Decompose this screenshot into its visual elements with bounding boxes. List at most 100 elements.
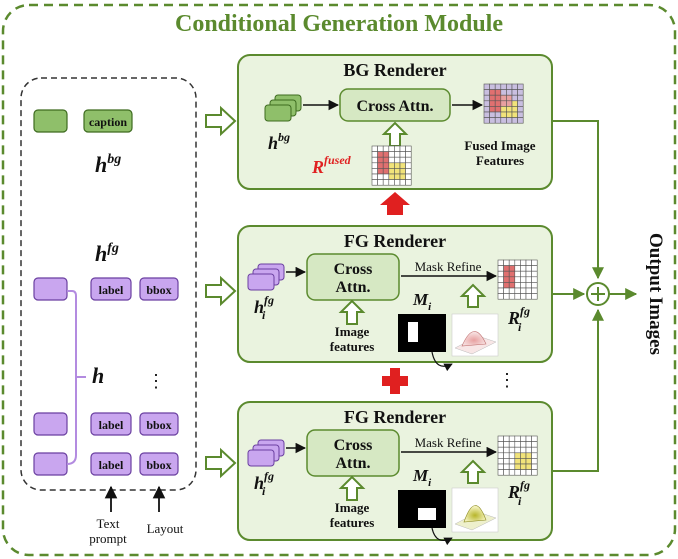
grid-cell	[503, 435, 510, 442]
grid-cell	[371, 151, 378, 158]
grid-cell	[520, 441, 527, 448]
grid-cell	[394, 179, 401, 186]
mask-image	[398, 314, 446, 352]
grid-cell	[503, 270, 510, 278]
grid-cell	[531, 276, 538, 283]
grid-cell	[388, 151, 395, 158]
grid-cell	[489, 117, 496, 124]
mask-3d-plot	[451, 313, 499, 357]
grid-cell	[497, 287, 504, 294]
grid-cell	[514, 265, 521, 272]
bbox-tag-text: bbox	[146, 418, 171, 432]
grid-cell	[503, 452, 510, 459]
r-fused-grid	[371, 145, 412, 186]
grid-cell	[514, 452, 521, 459]
grid-cell	[508, 463, 516, 470]
grid-cell	[508, 452, 516, 459]
grid-cell	[497, 282, 504, 289]
fg-latent-stack	[247, 449, 275, 467]
grid-cell	[371, 145, 378, 152]
grid-cell	[500, 111, 507, 118]
grid-cell	[497, 435, 504, 442]
layout-label: Layout	[147, 521, 184, 536]
grid-cell	[517, 94, 524, 102]
grid-cell	[500, 100, 507, 107]
grid-cell	[514, 463, 521, 470]
grid-cell	[531, 265, 538, 272]
grid-cell	[525, 446, 532, 454]
grid-cell	[506, 94, 513, 102]
fg-feature-grid	[497, 435, 538, 476]
grid-cell	[394, 162, 401, 169]
grid-cell	[388, 168, 395, 175]
grid-cell	[497, 259, 504, 266]
grid-cell	[511, 111, 518, 118]
grid-cell	[514, 287, 521, 294]
grid-cell	[497, 276, 504, 283]
fg-cross-attn	[306, 429, 400, 477]
grid-cell	[494, 83, 502, 90]
h-label: h	[92, 363, 104, 388]
fg-hollow-up-arrow	[338, 299, 366, 325]
grid-cell	[494, 111, 502, 118]
between-dots: ⋮	[498, 370, 516, 390]
grid-cell	[531, 441, 538, 448]
grid-cell	[508, 441, 516, 448]
grid-cell	[520, 458, 527, 465]
bg-cross-attn-label: Cross Attn.	[356, 98, 433, 115]
grid-cell	[394, 168, 401, 175]
grid-cell	[405, 145, 412, 152]
grid-cell	[503, 282, 510, 289]
label-tag-text: label	[99, 458, 124, 472]
grid-cell	[531, 287, 538, 294]
grid-cell	[494, 117, 502, 124]
grid-cell	[525, 270, 532, 278]
label-tag	[90, 277, 132, 301]
grid-cell	[399, 173, 406, 180]
bg-to-sum-line	[552, 120, 604, 280]
red-up-arrow	[380, 192, 410, 215]
grid-cell	[511, 94, 518, 102]
grid-cell	[388, 162, 395, 169]
grid-cell	[525, 469, 532, 476]
grid-cell	[531, 270, 538, 278]
grid-cell	[520, 270, 527, 278]
grid-cell	[531, 446, 538, 454]
grid-cell	[514, 282, 521, 289]
grid-cell	[506, 83, 513, 90]
grid-cell	[371, 156, 378, 164]
grid-cell	[394, 156, 401, 164]
grid-cell	[514, 270, 521, 278]
grid-cell	[531, 259, 538, 266]
mask-label: Mi	[412, 290, 432, 313]
grid-cell	[489, 100, 496, 107]
grid-cell	[500, 83, 507, 90]
grid-cell	[508, 293, 516, 300]
grid-cell	[497, 265, 504, 272]
grid-cell	[497, 446, 504, 454]
grid-cell	[371, 162, 378, 169]
grid-cell	[388, 173, 395, 180]
grid-cell	[399, 162, 406, 169]
grid-cell	[377, 168, 384, 175]
grid-cell	[508, 458, 516, 465]
grid-cell	[388, 156, 395, 164]
grid-cell	[500, 94, 507, 102]
h-bg-input-label: hbg	[268, 130, 290, 153]
caption-tag-text: caption	[89, 115, 127, 129]
grid-cell	[382, 173, 390, 180]
grid-cell	[506, 117, 513, 124]
grid-cell	[520, 435, 527, 442]
grid-cell	[514, 293, 521, 300]
bg-latent-stack	[264, 104, 292, 122]
red-plus	[382, 368, 408, 394]
fg-latent-token	[33, 277, 68, 301]
grid-cell	[399, 151, 406, 158]
grid-cell	[503, 287, 510, 294]
grid-cell	[500, 89, 507, 96]
grid-cell	[497, 441, 504, 448]
bg-renderer-title: BG Renderer	[343, 60, 446, 80]
